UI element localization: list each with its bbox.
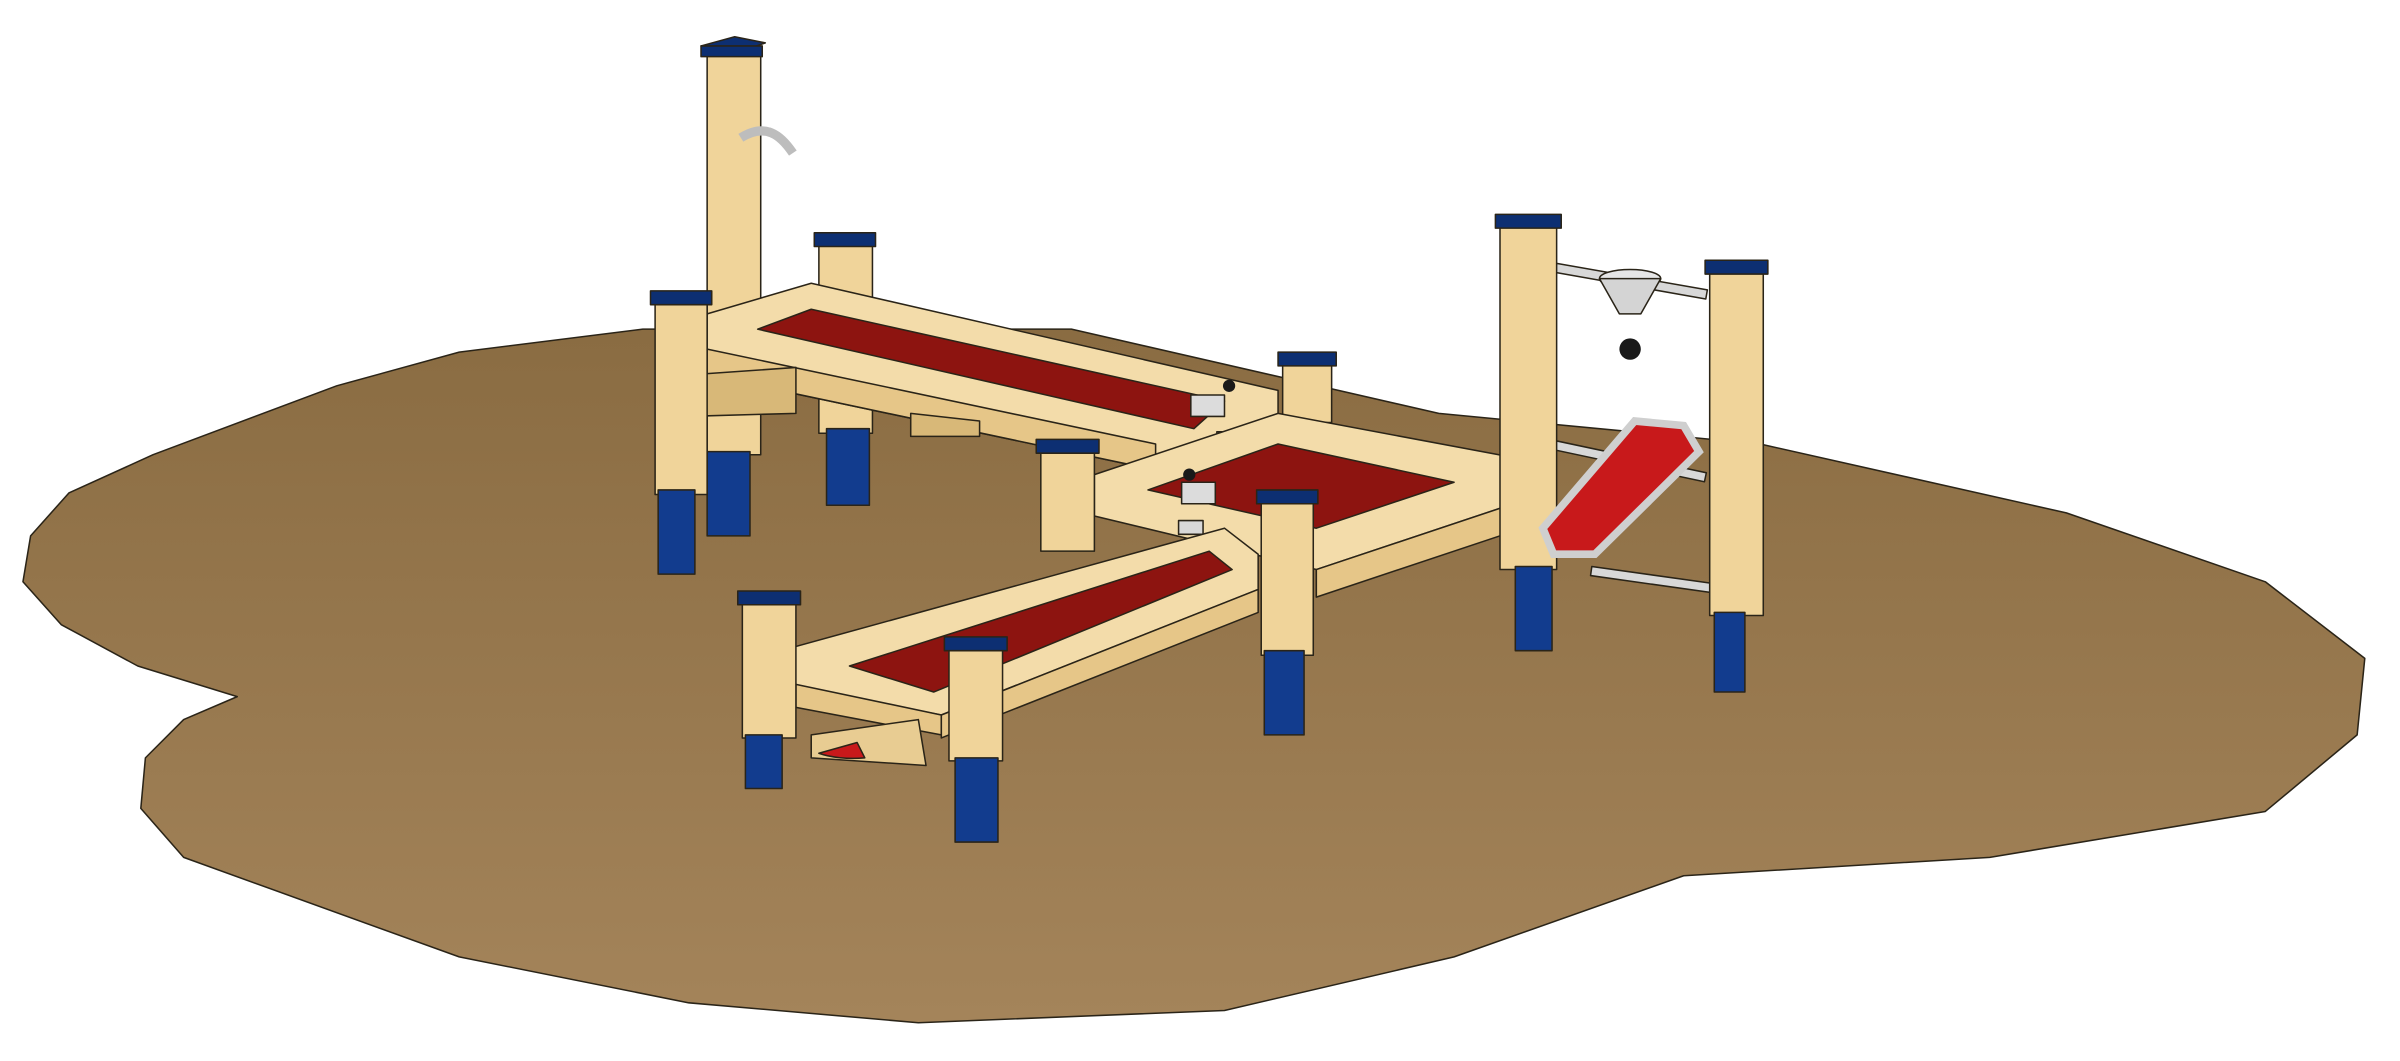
pipe bbox=[1177, 519, 1204, 536]
ball-knob bbox=[1222, 379, 1236, 392]
ball-knob bbox=[1183, 468, 1196, 481]
red-basin bbox=[848, 550, 1233, 693]
valve bbox=[1180, 481, 1217, 505]
ground-surface bbox=[22, 328, 2366, 1024]
basin-table-3 bbox=[779, 527, 1259, 767]
hanging-ball bbox=[1619, 338, 1641, 360]
red-basin bbox=[1147, 443, 1455, 529]
post-front-left-2 bbox=[736, 590, 802, 790]
post-front-center bbox=[1255, 489, 1319, 736]
funnel-frame bbox=[1494, 213, 1769, 693]
faucet-spout bbox=[738, 126, 797, 156]
valve bbox=[1190, 394, 1226, 418]
post-front-left-1 bbox=[649, 290, 713, 575]
post-mid bbox=[1035, 438, 1100, 552]
red-tilt-board bbox=[1538, 417, 1704, 559]
red-wheel bbox=[818, 741, 866, 760]
basin-table-2 bbox=[1093, 351, 1524, 598]
post-front bbox=[943, 636, 1008, 843]
